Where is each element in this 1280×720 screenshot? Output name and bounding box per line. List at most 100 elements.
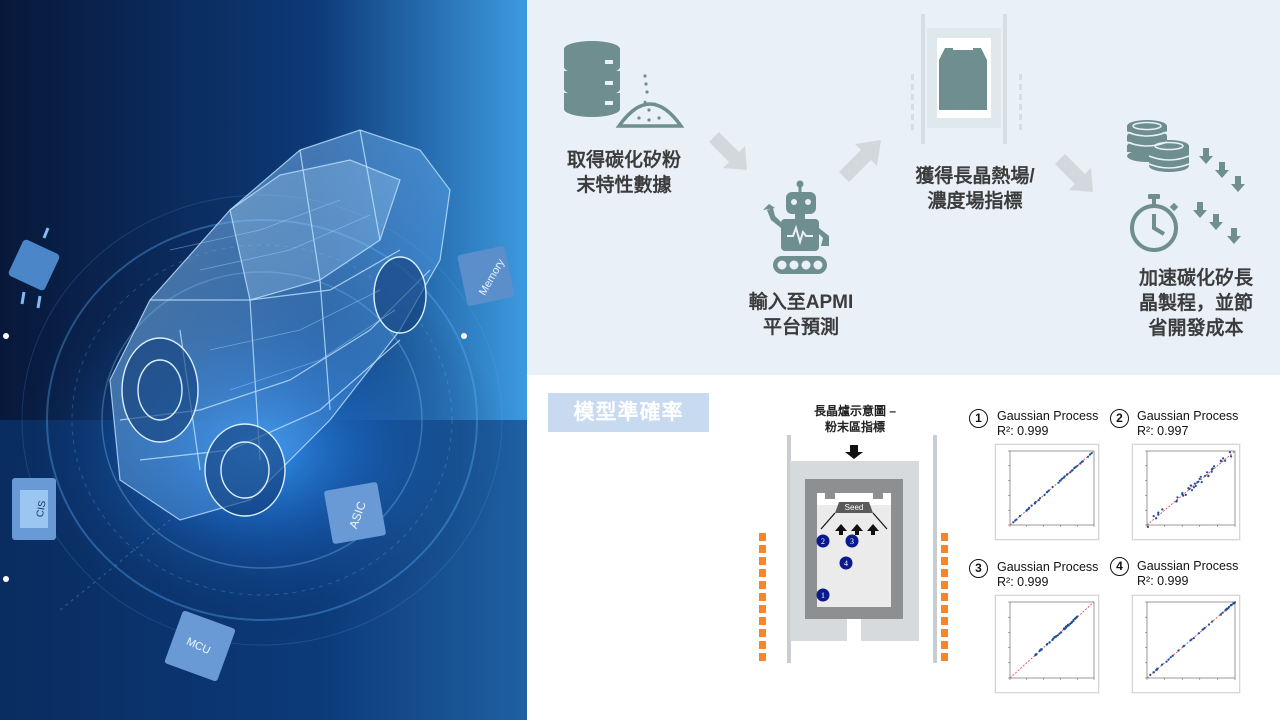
- model-4-parity-plot: [1132, 595, 1240, 693]
- model-2-plot-svg: [1145, 450, 1236, 528]
- scatter-point: [1165, 660, 1168, 663]
- heater-right: [941, 533, 948, 661]
- scatter-point: [1086, 455, 1090, 458]
- scatter-point: [1228, 451, 1231, 454]
- scatter-point: [1039, 648, 1042, 652]
- parity-line: [1009, 450, 1095, 526]
- model-3-parity-plot: [995, 595, 1099, 693]
- plot-frame: [1146, 450, 1236, 526]
- scatter-point: [1197, 632, 1200, 635]
- scatter-point: [1060, 631, 1063, 634]
- scatter-point: [1171, 654, 1174, 657]
- scatter-point: [1037, 499, 1040, 502]
- point-2-label: 2: [821, 537, 825, 546]
- scatter-point: [1203, 626, 1206, 630]
- scatter-point: [1047, 489, 1050, 492]
- scatter-point: [1184, 493, 1187, 496]
- scatter-point: [1048, 641, 1051, 644]
- model-2-r2: R²: 0.997: [1137, 424, 1189, 438]
- scatter-point: [1030, 504, 1033, 507]
- point-3-label: 3: [850, 537, 854, 546]
- chip-transistor-icon: [8, 227, 60, 309]
- model-4-name: Gaussian Process: [1137, 559, 1239, 573]
- model-3-name: Gaussian Process: [997, 560, 1099, 574]
- scatter-point: [1201, 628, 1204, 631]
- chip-mcu-icon: MCU: [164, 610, 236, 682]
- scatter-point: [1196, 481, 1199, 484]
- model-4-r2: R²: 0.999: [1137, 574, 1189, 588]
- step3-text: 獲得長晶熱場/ 濃度場指標: [915, 166, 1035, 212]
- scatter-point: [1177, 649, 1180, 652]
- furnace-caption: 長晶爐示意圖 – 粉末區指標: [813, 404, 896, 434]
- model-1-r2: R²: 0.999: [997, 424, 1049, 438]
- scatter-point: [1045, 491, 1049, 494]
- scatter-point: [1052, 637, 1055, 640]
- scatter-point: [1169, 656, 1172, 659]
- model-2-badge: 2: [1110, 409, 1129, 428]
- scatter-point: [1053, 635, 1056, 639]
- scatter-point: [1045, 643, 1048, 646]
- scatter-point: [1027, 507, 1030, 510]
- step4-text: 加速碳化矽長 晶製程，並節 省開發成本: [1138, 268, 1253, 339]
- plot-frame: [1146, 601, 1236, 679]
- growth-arrows-icon: [835, 524, 879, 535]
- scatter-point: [1155, 668, 1158, 671]
- scatter-point: [1213, 465, 1216, 468]
- scatter-point: [1067, 624, 1070, 627]
- database-icon: [564, 41, 620, 117]
- model-3-plot-svg: [1008, 601, 1095, 680]
- chip-cis-label: CIS: [35, 500, 49, 519]
- scatter-point: [1152, 515, 1155, 518]
- model-1-name: Gaussian Process: [997, 409, 1099, 423]
- scatter-point: [1076, 615, 1079, 618]
- model-4-badge: 4: [1110, 557, 1129, 576]
- scatter-point: [1224, 609, 1227, 612]
- scatter-point: [1211, 620, 1214, 623]
- chip-memory-icon: Memory: [457, 246, 515, 306]
- car-wireframe-graphic: Memory ASIC CIS MCU: [0, 0, 527, 720]
- plot-frame: [1009, 601, 1095, 679]
- scatter-point: [1015, 518, 1018, 521]
- scatter-point: [1043, 493, 1046, 497]
- scatter-point: [1190, 489, 1194, 492]
- stopwatch-icon: [1130, 194, 1179, 252]
- model-2-parity-plot: [1132, 444, 1240, 540]
- scatter-point: [1233, 602, 1236, 605]
- scatter-point: [1065, 473, 1069, 476]
- scatter-point: [1063, 628, 1066, 631]
- scatter-point: [1190, 484, 1193, 487]
- crystal-furnace-icon: [911, 14, 1022, 144]
- scatter-point: [1230, 604, 1233, 607]
- scatter-point: [1057, 481, 1060, 484]
- scatter-point: [1224, 459, 1227, 462]
- scatter-point: [1012, 521, 1015, 524]
- seed-label: Seed: [845, 503, 864, 512]
- furnace-schematic: Seed 2 3 4 1: [759, 435, 948, 663]
- scatter-point: [1088, 453, 1092, 456]
- arrow-up-right-icon: [839, 140, 881, 182]
- scatter-point: [1051, 485, 1054, 489]
- point-4-label: 4: [844, 559, 848, 568]
- scatter-point: [1070, 621, 1073, 624]
- chip-asic-icon: ASIC: [324, 482, 386, 544]
- scatter-point: [1207, 474, 1210, 477]
- scatter-point: [1155, 517, 1158, 520]
- model-3-r2: R²: 0.999: [997, 575, 1049, 589]
- robot-icon: [763, 180, 829, 274]
- heater-left: [759, 533, 766, 661]
- coins-icon: [1126, 120, 1190, 172]
- scatter-point: [1076, 464, 1079, 467]
- car-hero-illustration: Memory ASIC CIS MCU: [0, 0, 527, 720]
- scatter-point: [1210, 470, 1213, 473]
- scatter-point: [1062, 476, 1065, 479]
- scatter-point: [1221, 611, 1224, 614]
- scatter-point: [1072, 619, 1075, 622]
- model-1-badge: 1: [969, 409, 988, 428]
- scatter-point: [1190, 638, 1193, 641]
- model-3-badge: 3: [969, 559, 988, 578]
- plot-frame: [1009, 450, 1095, 526]
- scatter-point: [1146, 525, 1149, 528]
- scatter-point: [1192, 637, 1195, 640]
- powder-pile-icon: [615, 74, 685, 128]
